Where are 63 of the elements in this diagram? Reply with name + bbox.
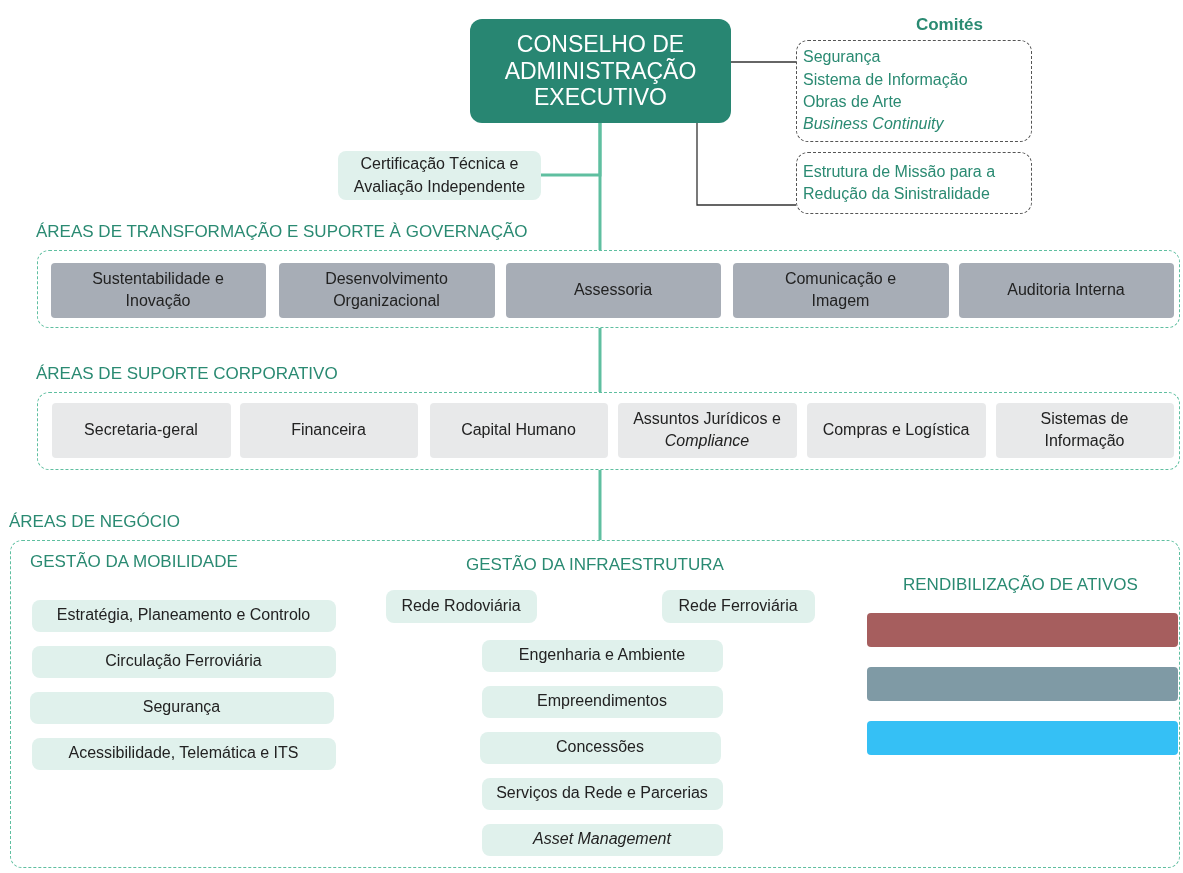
unit-box bbox=[481, 777, 723, 810]
unit-box bbox=[50, 262, 266, 318]
connector-line bbox=[598, 470, 602, 540]
unit-box bbox=[661, 589, 815, 623]
group-heading: GESTÃO DA INFRAESTRUTURA bbox=[466, 555, 724, 575]
unit-name: Estratégia, Planeamento e Controlo bbox=[56, 605, 311, 626]
unit-box bbox=[278, 262, 495, 318]
subsidiary-bar bbox=[866, 666, 1178, 701]
unit-name: Certificação Técnica e Avaliação Independente bbox=[352, 154, 527, 197]
connector-line bbox=[696, 122, 797, 206]
unit-name: Sustentabilidade e Inovação bbox=[91, 268, 225, 311]
connector-line bbox=[730, 61, 797, 63]
group-heading: ÁREAS DE TRANSFORMAÇÃO E SUPORTE À GOVERNAÇÃO bbox=[36, 222, 528, 242]
subsidiary-bar bbox=[866, 612, 1178, 647]
unit-name: Concessões bbox=[555, 737, 644, 758]
unit-box bbox=[481, 639, 723, 672]
unit-box bbox=[732, 262, 949, 318]
unit-name: Acessibilidade, Telemática e ITS bbox=[68, 743, 299, 764]
unit-name: Rede Rodoviária bbox=[401, 595, 521, 616]
group-heading: ÁREAS DE NEGÓCIO bbox=[9, 512, 180, 532]
unit-name: CONSELHO DE ADMINISTRAÇÃO EXECUTIVO bbox=[503, 30, 698, 112]
subsidiary-bar bbox=[866, 720, 1178, 755]
unit-name: Segurança bbox=[142, 697, 221, 718]
unit-box bbox=[958, 262, 1174, 318]
unit-name: Comunicação e Imagem bbox=[783, 268, 898, 311]
unit-box bbox=[505, 262, 721, 318]
unit-name: Empreendimentos bbox=[537, 691, 667, 712]
unit-name: Engenharia e Ambiente bbox=[518, 645, 686, 666]
unit-name: Compras e Logística bbox=[822, 419, 970, 440]
unit-name: Sistemas de Informação bbox=[1039, 408, 1130, 451]
unit-box bbox=[385, 589, 537, 623]
unit-name: Capital Humano bbox=[461, 419, 576, 440]
unit-box bbox=[31, 645, 336, 678]
unit-box bbox=[29, 691, 334, 724]
unit-name: Rede Ferroviária bbox=[678, 595, 798, 616]
unit-box bbox=[31, 737, 336, 770]
unit-name: Assuntos Jurídicos e Compliance bbox=[632, 408, 782, 451]
unit-box bbox=[338, 151, 541, 200]
connector-line bbox=[598, 123, 602, 250]
unit-name: Estrutura de Missão para a Redução da Sinistralidade bbox=[803, 161, 997, 204]
unit-box bbox=[31, 599, 336, 632]
group-heading: ÁREAS DE SUPORTE CORPORATIVO bbox=[36, 364, 338, 384]
board-box bbox=[470, 19, 731, 123]
connector-line bbox=[598, 328, 602, 392]
committee-name: Sistema de Informação bbox=[803, 69, 969, 90]
committee-name: Obras de Arte bbox=[803, 92, 903, 112]
unit-name: Serviços da Rede e Parcerias bbox=[496, 783, 708, 804]
unit-box bbox=[481, 685, 723, 718]
unit-name: Assessoria bbox=[573, 279, 653, 300]
unit-name: Desenvolvimento Organizacional bbox=[324, 268, 449, 311]
group-heading: RENDIBILIZAÇÃO DE ATIVOS bbox=[903, 575, 1138, 595]
unit-name: Secretaria-geral bbox=[84, 419, 198, 440]
unit-name: Asset Management bbox=[533, 829, 671, 850]
committee-name: Segurança bbox=[803, 47, 882, 68]
group-heading: Comités bbox=[915, 14, 983, 36]
unit-box bbox=[479, 731, 721, 764]
committee-name: Business Continuity bbox=[803, 114, 945, 135]
unit-name: Auditoria Interna bbox=[1007, 279, 1125, 300]
group-heading: GESTÃO DA MOBILIDADE bbox=[30, 552, 238, 572]
unit-box bbox=[481, 823, 723, 856]
committee-box bbox=[796, 152, 1032, 214]
unit-name: Financeira bbox=[291, 419, 366, 440]
unit-name: Circulação Ferroviária bbox=[105, 651, 262, 672]
